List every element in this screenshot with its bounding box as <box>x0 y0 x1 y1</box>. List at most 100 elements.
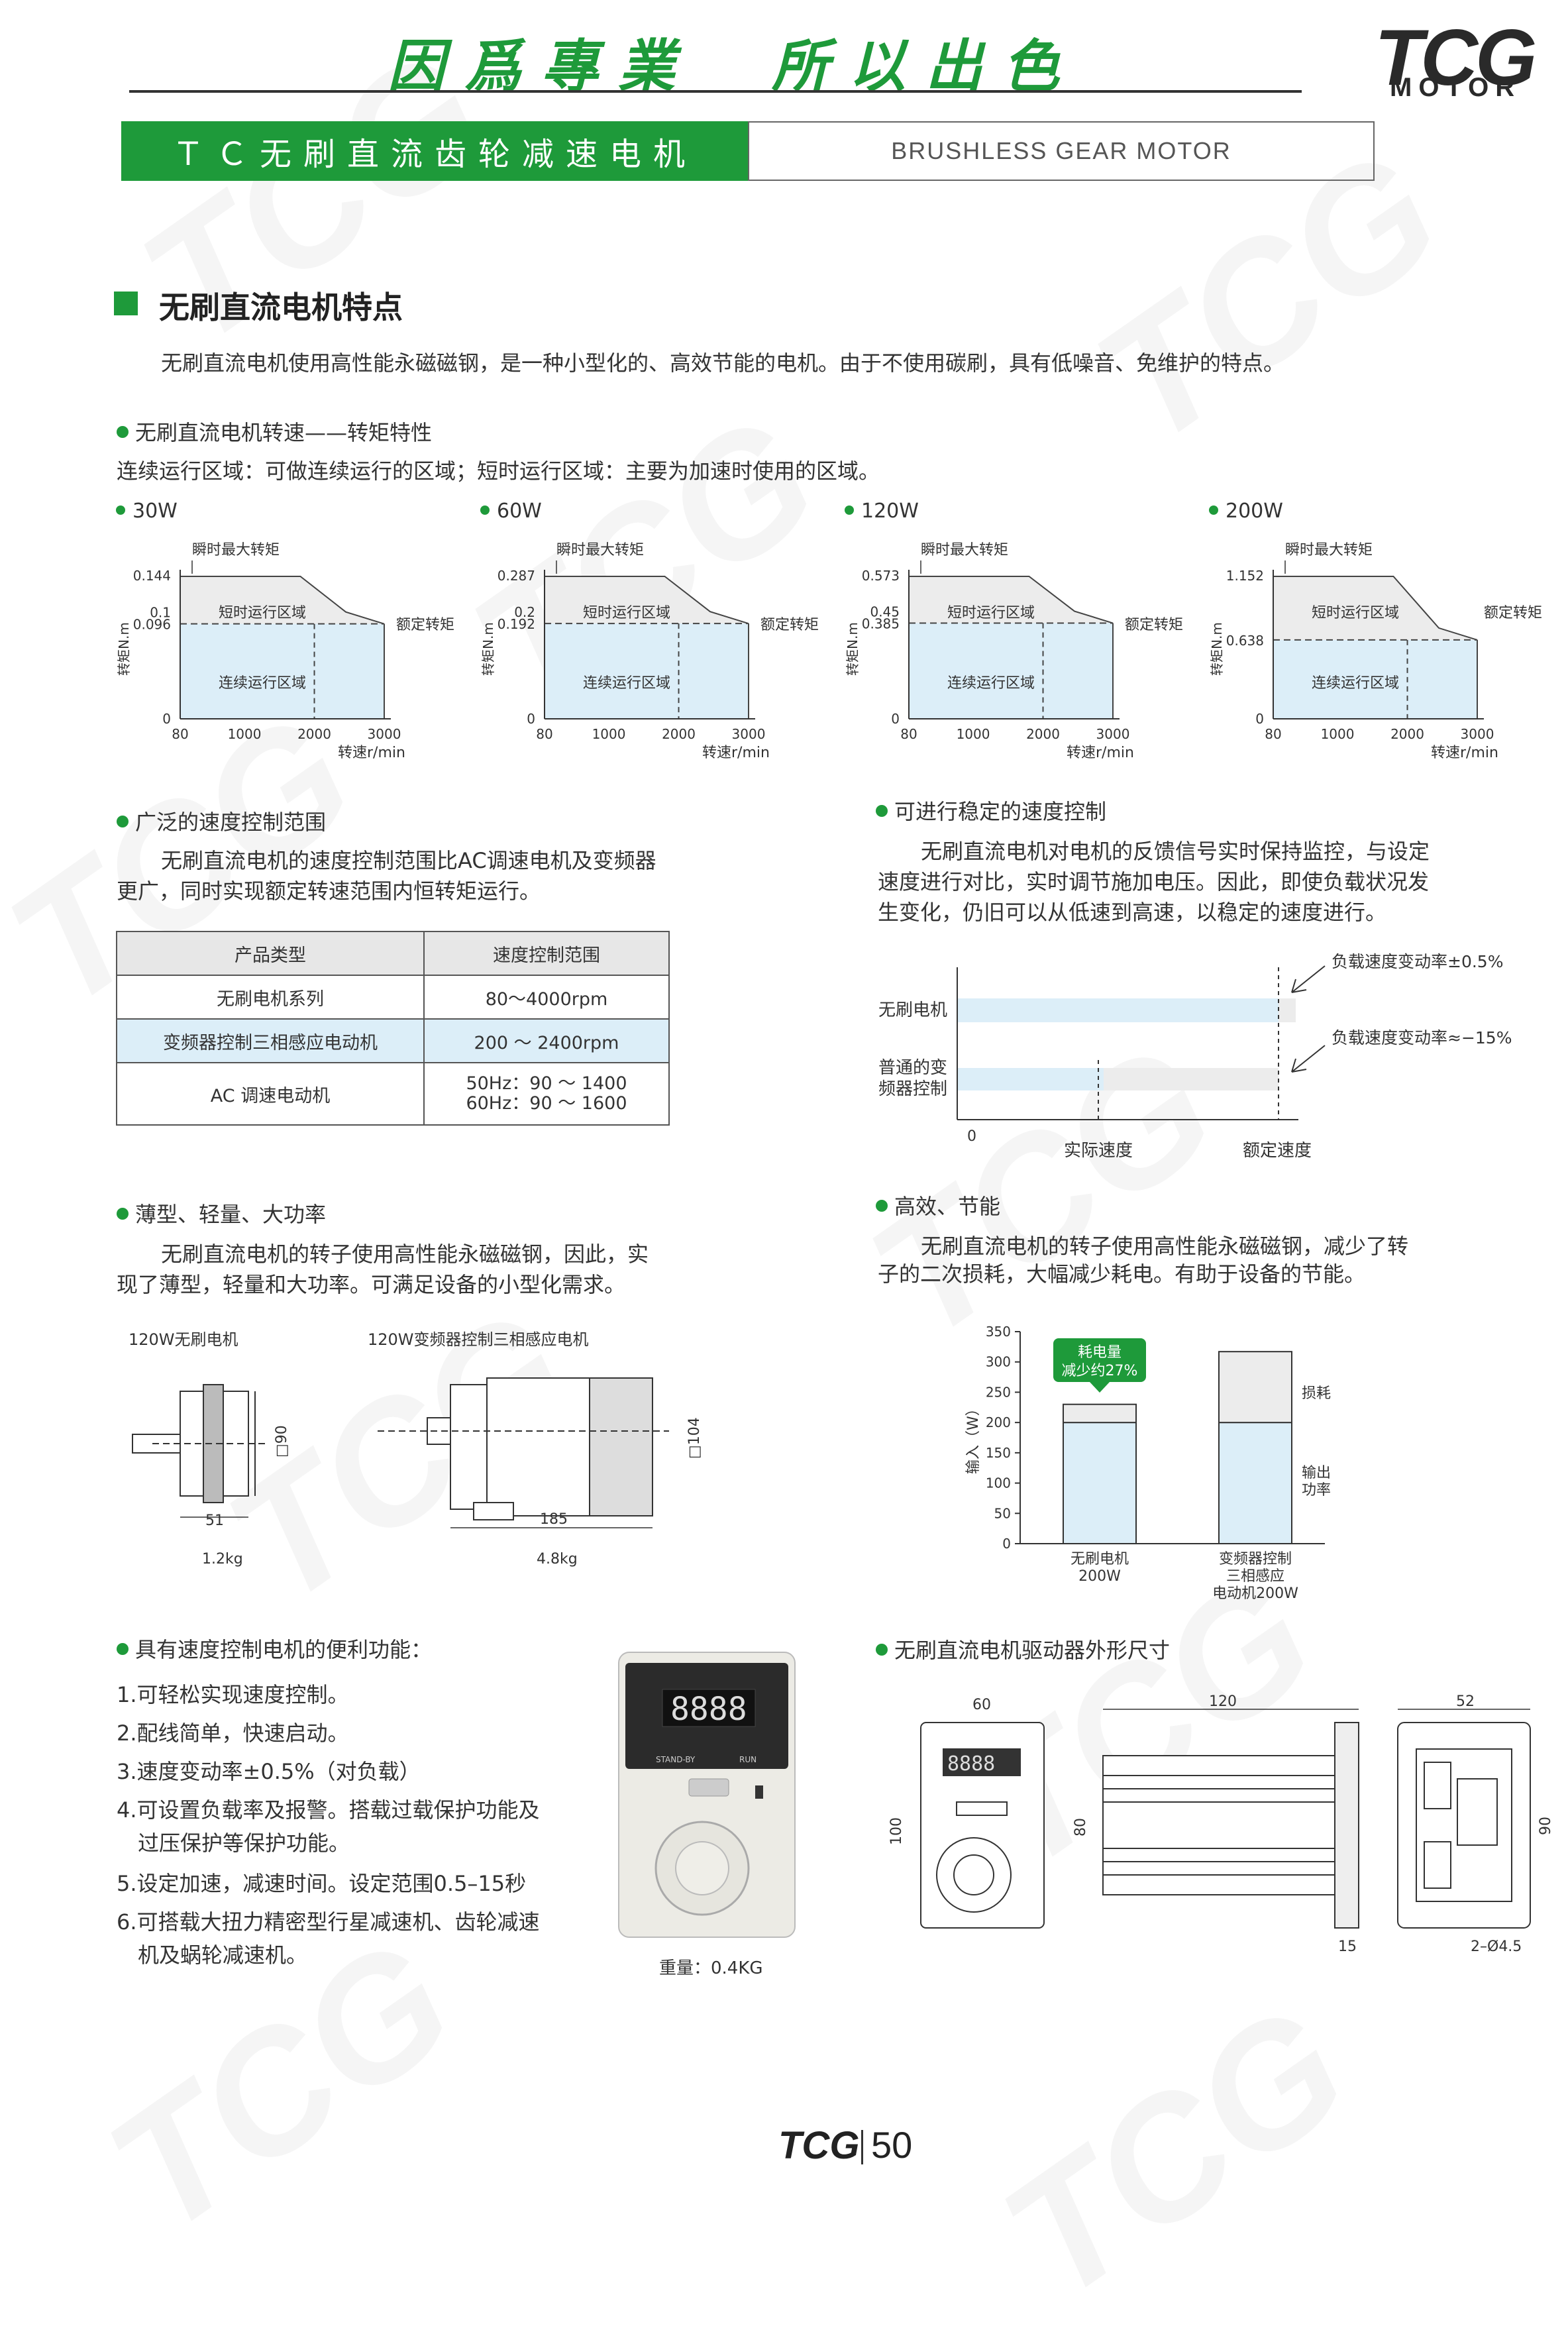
category-label: 三相感应 <box>1226 1568 1284 1585</box>
actual-speed-label: 实际速度 <box>1064 1141 1133 1161</box>
thin-line-1: 无刷直流电机的转子使用高性能永磁磁钢，因此，实 <box>161 1242 649 1267</box>
speed-range-desc-2: 更广，同时实现额定转速范围内恒转矩运行。 <box>117 878 541 904</box>
short-region-label: 短时运行区域 <box>219 605 306 621</box>
slogan-right: 所以出色 <box>772 33 1079 100</box>
y-tick-label: 0.638 <box>1226 633 1264 649</box>
chart-title: 200W <box>1226 500 1283 523</box>
function-item: 4.可设置负载率及报警。搭载过载保护功能及 <box>117 1797 540 1823</box>
short-time-region <box>1273 576 1477 640</box>
x-tick-label: 2000 <box>297 726 331 742</box>
rated-torque-label: 额定转矩 <box>760 617 819 633</box>
continuous-region-label: 连续运行区域 <box>1312 675 1399 692</box>
y-axis-label: 输入（W） <box>965 1401 982 1474</box>
y-tick-label: 0.144 <box>133 568 171 584</box>
function-item: 2.配线简单，快速启动。 <box>117 1721 349 1746</box>
x-tick-label: 3000 <box>1461 726 1494 742</box>
y-axis-label: 转矩N.m <box>845 622 861 676</box>
peak-torque-curve <box>909 576 1114 624</box>
y-tick-label: 0.287 <box>497 568 535 584</box>
driver-front-view <box>920 1722 1045 1929</box>
category-label: 无刷电机 <box>1071 1551 1129 1568</box>
x-tick-label: 3000 <box>1096 726 1130 742</box>
footer-divider <box>861 2130 863 2164</box>
y-tick-label: 0 <box>1255 711 1264 727</box>
category-label: 电动机200W <box>1212 1585 1298 1602</box>
y-tick-label: 0 <box>891 711 900 727</box>
inverter-bar-blue <box>958 1068 1104 1090</box>
brand-logo-sub: MOTOR <box>1390 73 1522 102</box>
bullet-icon <box>845 505 854 515</box>
motor-label-inverter: 120W变频器控制三相感应电机 <box>368 1330 589 1349</box>
row-label-inverter-1: 普通的变 <box>878 1058 947 1078</box>
page-number: 50 <box>871 2124 913 2166</box>
short-region-label: 短时运行区域 <box>583 605 670 621</box>
function-item: 机及蜗轮减速机。 <box>138 1942 308 1968</box>
stable-heading: 可进行稳定的速度控制 <box>876 795 1106 825</box>
bar-output <box>1218 1422 1292 1544</box>
banner-cn-title: ＴＣ无刷直流齿轮减速电机 <box>121 121 748 181</box>
table-cell: AC 调速电动机 <box>116 1062 425 1126</box>
bar-loss <box>1063 1403 1137 1424</box>
table-cell: 80～4000rpm <box>423 975 670 1020</box>
dim-w-side: 120 <box>1209 1693 1237 1710</box>
dim-h-back: 90 <box>1538 1817 1554 1835</box>
header-divider <box>129 90 1302 93</box>
x-tick-label: 1000 <box>592 726 626 742</box>
table-cell-line: 60Hz：90 ～ 1600 <box>466 1093 627 1114</box>
continuous-region <box>1273 639 1477 719</box>
dim-w-brushless: 51 <box>205 1513 224 1529</box>
table-cell: 50Hz：90 ～ 1400 60Hz：90 ～ 1600 <box>423 1062 670 1126</box>
controller-run-label: RUN <box>739 1755 757 1764</box>
x-axis-label: 转速r/min <box>1067 745 1134 761</box>
x-axis-label: 转速r/min <box>1431 745 1498 761</box>
dim-h-front: 100 <box>888 1817 905 1845</box>
row-label-brushless: 无刷电机 <box>878 1000 947 1020</box>
continuous-region <box>545 623 749 719</box>
brand-logo: TCG <box>1375 13 1537 102</box>
y-tick-label: 0.2 <box>514 604 535 620</box>
speed-range-table: 产品类型 速度控制范围 无刷电机系列 80～4000rpm 变频器控制三相感应电… <box>116 931 670 1126</box>
rated-torque-label: 额定转矩 <box>396 617 454 633</box>
speed-torque-heading: 无刷直流电机转速——转矩特性 <box>117 416 432 447</box>
chart-title: 30W <box>132 500 178 523</box>
banner-en-title: BRUSHLESS GEAR MOTOR <box>748 121 1375 181</box>
driver-display: 8888 <box>947 1752 995 1776</box>
thin-line-2: 现了薄型，轻量和大功率。可满足设备的小型化需求。 <box>117 1272 626 1297</box>
table-cell: 变频器控制三相感应电动机 <box>116 1018 425 1063</box>
speed-range-desc-1: 无刷直流电机的速度控制范围比AC调速电机及变频器 <box>161 848 656 873</box>
dim-h-brushless: □90 <box>274 1425 290 1458</box>
chart-title: 120W <box>861 500 919 523</box>
stable-line-1: 无刷直流电机对电机的反馈信号实时保持监控，与设定 <box>921 839 1430 864</box>
y-tick-label: 350 <box>986 1324 1011 1340</box>
continuous-region <box>909 623 1113 719</box>
rated-torque-label: 额定转矩 <box>1484 605 1542 621</box>
bullet-icon <box>1209 505 1218 515</box>
x-tick-label: 1000 <box>1321 726 1355 742</box>
continuous-region-label: 连续运行区域 <box>219 675 306 692</box>
y-tick-label: 0.45 <box>870 604 900 620</box>
continuous-region <box>180 623 384 719</box>
output-label: 输出 <box>1302 1465 1331 1481</box>
slogan-left: 因爲專業 <box>388 33 695 100</box>
x-tick-label: 3000 <box>732 726 766 742</box>
function-item: 3.速度变动率±0.5%（对负载） <box>117 1759 421 1784</box>
function-item: 5.设定加速，减速时间。设定范围0.5–15秒 <box>117 1871 527 1896</box>
function-item: 6.可搭载大扭力精密型行星减速机、齿轮减速 <box>117 1909 540 1935</box>
weight-brushless: 1.2kg <box>202 1551 243 1568</box>
function-item: 1.可轻松实现速度控制。 <box>117 1682 349 1707</box>
bar-loss <box>1218 1351 1292 1424</box>
y-tick-label: 0 <box>1002 1536 1011 1552</box>
x-axis-label: 转速r/min <box>702 745 770 761</box>
y-tick-label: 1.152 <box>1226 568 1264 584</box>
function-item: 过压保护等保护功能。 <box>138 1831 350 1856</box>
thin-heading: 薄型、轻量、大功率 <box>117 1198 326 1228</box>
y-tick-label: 50 <box>994 1505 1011 1521</box>
controller-display: 8888 <box>670 1691 747 1728</box>
speed-torque-chart: 60W瞬时最大转矩短时运行区域连续运行区域额定转矩0.2870.1920.20转… <box>480 500 819 761</box>
dim-w-back: 52 <box>1456 1693 1475 1710</box>
y-tick-label: 0.1 <box>150 605 171 621</box>
x-tick-label: 80 <box>900 726 917 742</box>
x-tick-label: 2000 <box>662 726 696 742</box>
stable-speed-diagram: 负载速度变动率±0.5% 负载速度变动率≈−15% 无刷电机 普通的变 频器控制… <box>878 952 1512 1161</box>
dim-holes: 2–Ø4.5 <box>1471 1939 1522 1955</box>
